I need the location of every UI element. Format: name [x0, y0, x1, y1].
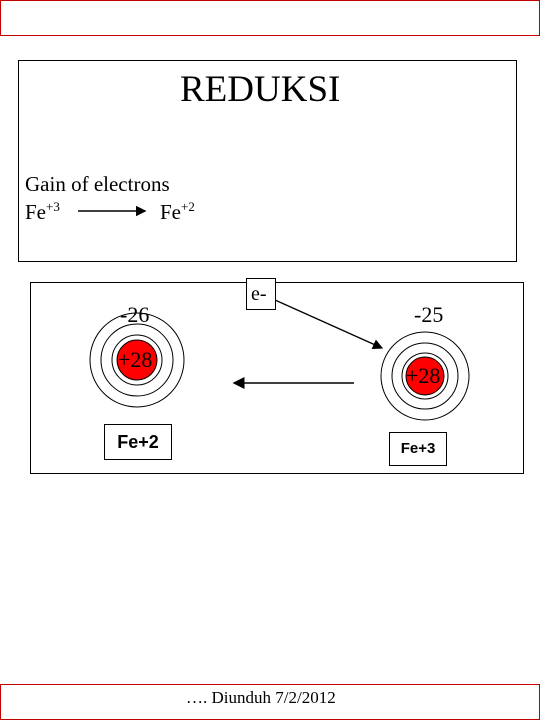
equation-left-species: Fe	[25, 200, 46, 224]
right-atom-shell-inner	[401, 352, 449, 400]
left-atom-shell-middle	[100, 323, 174, 397]
left-atom-nucleus	[116, 339, 158, 381]
left-ion-label: Fe+2	[104, 424, 172, 460]
electron-transfer-arrow	[274, 299, 384, 350]
equation-left: Fe+3	[25, 200, 60, 225]
title-box	[18, 60, 517, 262]
equation-right: Fe+2	[160, 200, 195, 225]
diagram-box	[30, 282, 524, 474]
left-electron-charge: -26	[120, 302, 150, 327]
left-nucleus-charge: +28	[118, 347, 153, 372]
left-atom-shell-inner	[111, 334, 163, 386]
electron-label: e-	[246, 278, 276, 310]
equation-right-species: Fe	[160, 200, 181, 224]
footer-text: …. Diunduh 7/2/2012	[186, 688, 336, 707]
right-ion-label: Fe+3	[389, 432, 447, 466]
right-electron-charge: -25	[414, 302, 444, 327]
left-atom-shell-outer	[89, 312, 185, 408]
right-atom-shell-outer	[380, 331, 470, 421]
right-atom-shell-middle	[391, 342, 459, 410]
equation-right-charge: +2	[181, 199, 195, 214]
right-nucleus-charge: +28	[406, 363, 441, 388]
equation-left-charge: +3	[46, 199, 60, 214]
slide-title: REDUKSI	[180, 69, 341, 110]
right-atom-nucleus	[405, 356, 445, 396]
gain-text: Gain of electrons	[25, 172, 170, 196]
